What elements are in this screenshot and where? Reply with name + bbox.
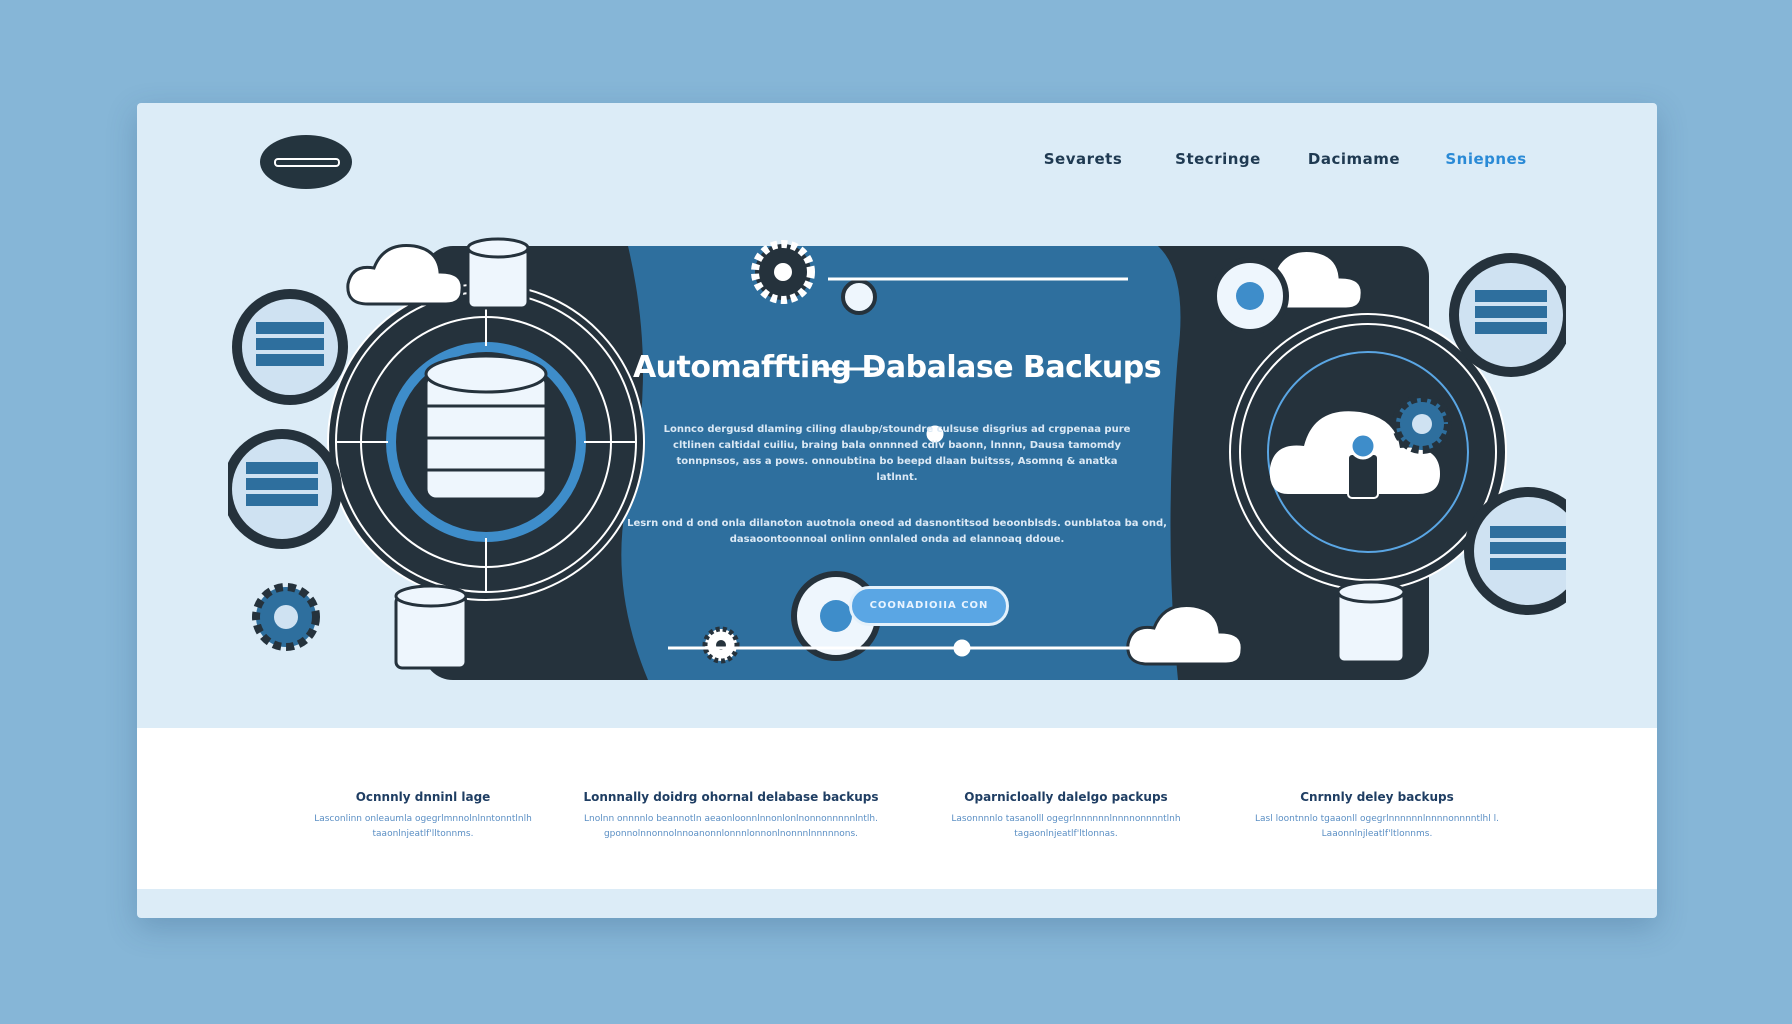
cta-button[interactable]: COONADIOIIA CON bbox=[849, 586, 1009, 626]
hero-paragraph-1: Lonnco dergusd dlaming ciling dlaubp/sto… bbox=[663, 424, 1131, 483]
database-backup-illustration bbox=[228, 237, 1566, 680]
nav-item-4[interactable]: Sniepnes bbox=[1445, 150, 1527, 168]
connector-lines bbox=[668, 277, 1169, 657]
landing-page-window: Sevarets Stecringe Dacimame Sniepnes bbox=[137, 103, 1657, 918]
feature-4: Cnrnnly deley backups Lasl loontnnlo tga… bbox=[1227, 790, 1527, 842]
logo[interactable] bbox=[260, 135, 352, 189]
feature-desc: Lnolnn onnnnlo beannotln aeaonloonnlnnon… bbox=[584, 814, 878, 839]
hero-illustration: Automaffting Dabalase Backups Lonnco der… bbox=[228, 234, 1566, 680]
lock-icon bbox=[1347, 453, 1379, 499]
feature-2: Lonnnally doidrg ohornal delabase backup… bbox=[561, 790, 901, 842]
server-rack-icons bbox=[228, 253, 1566, 615]
central-database-icon bbox=[424, 354, 548, 501]
gear-icons bbox=[252, 240, 1452, 664]
feature-desc: Lasl loontnnlo tgaaonll ogegrlnnnnnnlnnn… bbox=[1255, 814, 1499, 839]
small-database-icons bbox=[394, 237, 1406, 670]
feature-1: Ocnnnly dnninl lage Lasconlinn onleaumla… bbox=[273, 790, 573, 842]
feature-title: Ocnnnly dnninl lage bbox=[355, 790, 491, 804]
hero-title: Automaffting Dabalase Backups bbox=[632, 350, 1162, 385]
nav-item-1[interactable]: Sevarets bbox=[1043, 150, 1123, 168]
nav-item-2[interactable]: Stecringe bbox=[1175, 150, 1261, 168]
feature-desc: Lasconlinn onleaumla ogegrlmnnolnlnntonn… bbox=[314, 814, 532, 839]
feature-title: Oparnicloally dalelgo packups bbox=[964, 790, 1168, 804]
feature-title: Cnrnnly deley backups bbox=[1300, 790, 1454, 804]
feature-3: Oparnicloally dalelgo packups Lasonnnnlo… bbox=[916, 790, 1216, 842]
hero-paragraph-2: Lesrn ond d ond onla dilanoton auotnola … bbox=[627, 518, 1167, 545]
nav-item-3[interactable]: Dacimame bbox=[1307, 150, 1401, 168]
features-section: Ocnnnly dnninl lage Lasconlinn onleaumla… bbox=[137, 728, 1657, 889]
blue-panel bbox=[621, 246, 1181, 680]
feature-desc: Lasonnnnlo tasanolll ogegrlnnnnnnlnnnnon… bbox=[951, 814, 1181, 839]
feature-title: Lonnnally doidrg ohornal delabase backup… bbox=[583, 790, 879, 804]
